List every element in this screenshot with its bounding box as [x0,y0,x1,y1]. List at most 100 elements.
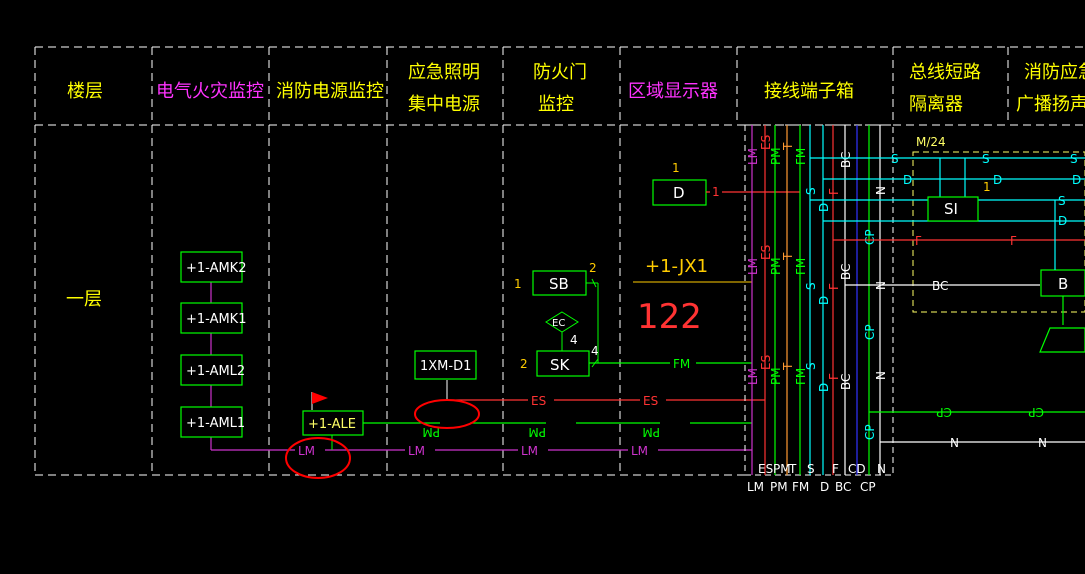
svg-text:LM: LM [746,148,760,165]
aml1-label: +1-AML1 [186,416,245,431]
es-line-labels: ES ES [528,392,666,408]
svg-text:F: F [915,234,922,248]
area-display: 1 D 1 [652,161,800,206]
lm-label: LM [521,444,538,458]
fire-door-devices: 1 SB 2 EC 4 2 SK 4 FM [514,261,752,377]
right-labels: M/24 S D S D 1 SI S D S D F F BC B CP CP… [891,135,1081,450]
svg-text:S: S [1058,194,1066,208]
sb-num1: 1 [514,277,522,291]
svg-text:BC: BC [839,152,853,168]
svg-text:CP: CP [936,405,952,419]
svg-text:BC: BC [835,480,851,494]
lm-line-labels: LM LM LM LM [295,441,658,458]
annotation-circle [414,399,480,429]
header-area-display: 区域显示器 [628,81,718,102]
svg-text:FM: FM [794,148,808,165]
header-short-circuit: 总线短路 [909,62,981,83]
svg-text:BC: BC [839,374,853,390]
svg-text:FM: FM [792,480,809,494]
header-fire-door: 防火门 [533,62,587,83]
pm-line-labels: PM PM PM [422,414,690,439]
svg-text:CD: CD [848,462,866,476]
header-terminal-box: 接线端子箱 [764,81,854,102]
svg-text:D: D [1058,214,1067,228]
terminal-bottom-labels: ES PM T S F CD N LM PM FM D BC CP [747,462,886,494]
svg-text:FM: FM [794,368,808,385]
aml2-label: +1-AML2 [186,364,245,379]
jx-number: 122 [637,297,702,337]
sb-num2: 2 [589,261,597,275]
header-electrical-fire: 电气火灾监控 [156,81,264,102]
terminal-bus [744,124,894,476]
svg-text:PM: PM [769,147,783,165]
svg-text:S: S [982,152,990,166]
terminal-labels-mid: LM ES PM T FM S D F BC N CP [746,245,888,340]
svg-text:CP: CP [863,424,877,440]
svg-text:CP: CP [863,324,877,340]
svg-text:D: D [817,383,831,392]
svg-text:F: F [827,373,841,380]
header-floor: 楼层 [67,81,103,102]
b-label: B [1058,275,1068,293]
svg-text:D: D [903,173,912,187]
svg-text:T: T [781,142,795,151]
amk1-label: +1-AMK1 [186,312,246,327]
svg-text:S: S [891,152,899,166]
svg-text:F: F [827,188,841,195]
svg-text:N: N [1038,436,1047,450]
header-emergency: 消防应急 [1024,62,1085,83]
svg-text:F: F [827,283,841,290]
lm-label: LM [408,444,425,458]
svg-text:PM: PM [770,480,788,494]
svg-text:D: D [993,173,1002,187]
sk-num1: 2 [520,357,528,371]
svg-text:BC: BC [932,279,948,293]
si-num: 1 [983,180,991,194]
svg-text:BC: BC [839,264,853,280]
svg-text:T: T [781,252,795,261]
svg-text:FM: FM [794,258,808,275]
xm-label: 1XM-D1 [420,359,471,374]
svg-text:LM: LM [746,368,760,385]
ale-label: +1-ALE [308,417,356,432]
es-label: ES [531,394,546,408]
svg-text:ES: ES [759,135,773,150]
header-power-monitor: 消防电源监控 [276,81,384,102]
svg-text:D: D [817,296,831,305]
m24-label: M/24 [916,135,946,149]
ec-num: 4 [570,333,578,347]
fm-label: FM [673,357,690,371]
jx-label: +1-JX1 [645,256,708,277]
ec-label: EC [552,318,565,329]
svg-text:PM: PM [769,257,783,275]
lm-label: LM [631,444,648,458]
pm-label: PM [422,425,440,439]
svg-text:S: S [807,462,815,476]
header-central-power: 集中电源 [408,94,480,115]
floor-label: 一层 [66,289,102,310]
si-label: SI [944,200,958,218]
svg-text:ES: ES [758,462,773,476]
amk-column: +1-AMK2 +1-AMK1 +1-AML2 +1-AML1 [180,251,752,451]
svg-text:S: S [804,187,818,195]
svg-text:S: S [804,282,818,290]
d-num1: 1 [672,161,680,175]
right-bus [810,151,1085,443]
svg-text:D: D [820,480,829,494]
es-label: ES [643,394,658,408]
annotation-circle [285,437,351,479]
svg-text:N: N [874,371,888,380]
header-speaker: 广播扬声器 [1016,94,1085,115]
svg-text:S: S [1070,152,1078,166]
svg-text:CP: CP [863,229,877,245]
terminal-labels-top: LM ES PM T FM S D F BC N CP [746,135,888,245]
svg-text:CP: CP [860,480,876,494]
header-isolator: 隔离器 [909,94,963,115]
amk2-label: +1-AMK2 [186,261,246,276]
svg-text:ES: ES [759,245,773,260]
terminal-labels-low: LM ES PM T FM S D F BC N CP [746,355,888,440]
xm-box [414,350,477,380]
svg-text:T: T [788,462,797,476]
svg-text:ES: ES [759,355,773,370]
